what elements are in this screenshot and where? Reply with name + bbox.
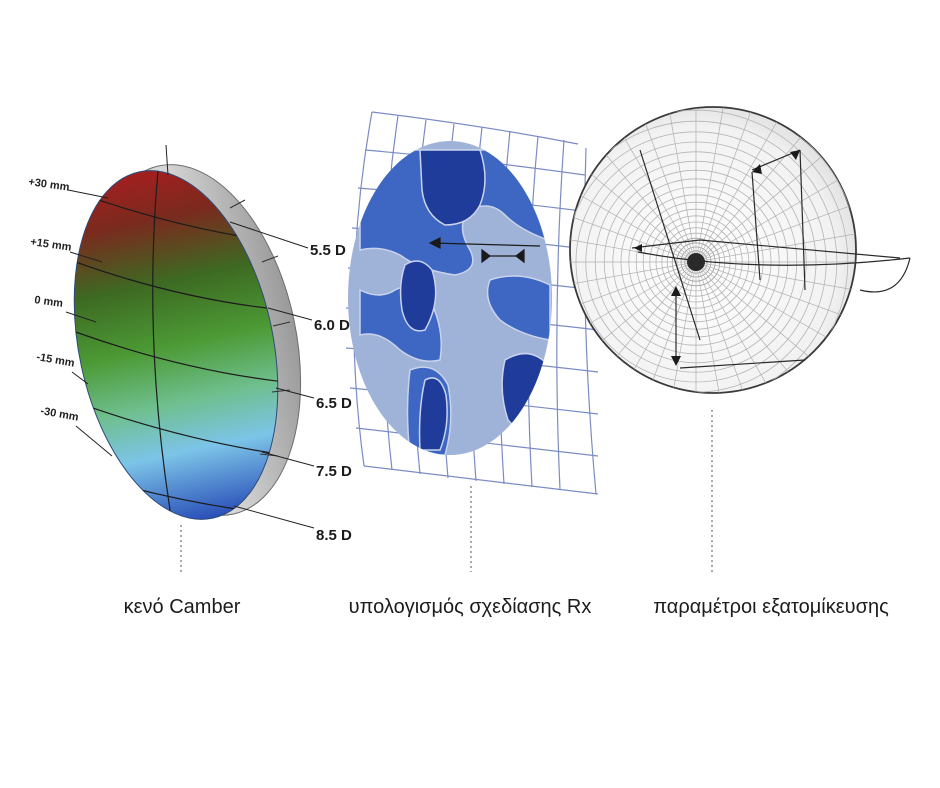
caption-personalization: παραμέτροι εξατομίκευσης <box>653 596 889 618</box>
height-label-plus30: +30 mm <box>28 176 71 194</box>
caption-rx-design: υπολογισμός σχεδίασης Rx <box>348 596 592 618</box>
disc-spoke <box>660 107 697 263</box>
disc-spoke <box>570 193 697 263</box>
disc-spoke <box>570 261 697 363</box>
lens-edge-ticks <box>229 199 291 457</box>
disc-center <box>687 253 705 271</box>
disc-spoke <box>695 261 732 393</box>
camber-lens: +30 mm +15 mm 0 mm -15 mm -30 mm 5.5 D 6… <box>28 144 352 572</box>
rx-arrows <box>428 237 541 264</box>
rx-design-map <box>345 111 599 572</box>
disc-spoke <box>570 261 697 298</box>
height-label-zero: 0 mm <box>34 294 64 310</box>
disc-spoke <box>695 107 732 263</box>
disc-spoke <box>627 107 697 263</box>
disc-arrow-heads <box>634 150 800 366</box>
rx-zones <box>359 149 551 455</box>
height-label-minus30: -30 mm <box>39 405 79 424</box>
lens-surface <box>73 170 279 520</box>
disc-spoke <box>595 261 697 393</box>
disc-spoke <box>695 261 856 298</box>
power-leaders <box>229 221 315 529</box>
caption-camber-blank: κενό Camber <box>123 596 241 618</box>
disc-spoke <box>695 107 765 263</box>
disc-face <box>569 106 857 394</box>
height-leaders <box>65 189 113 457</box>
disc-spoke <box>570 261 697 391</box>
power-label-8-5: 8.5 D <box>316 527 352 544</box>
disc-spoke <box>570 133 697 263</box>
power-label-7-5: 7.5 D <box>316 463 352 480</box>
disc-spoke <box>695 261 797 393</box>
power-label-6-5: 6.5 D <box>316 395 352 412</box>
disc-spoke <box>627 261 697 393</box>
personalization-disc <box>569 106 911 572</box>
disc-measure-lines <box>631 149 911 369</box>
height-label-minus15: -15 mm <box>35 351 75 370</box>
disc-spoke <box>570 161 697 263</box>
power-label-6-0: 6.0 D <box>314 317 350 334</box>
power-label-5-5: 5.5 D <box>310 242 346 259</box>
disc-spoke <box>695 226 856 263</box>
disc-spoke <box>570 261 697 331</box>
lens-axis-top <box>165 144 169 176</box>
height-label-plus15: +15 mm <box>30 236 73 254</box>
disc-spoke <box>695 261 765 393</box>
